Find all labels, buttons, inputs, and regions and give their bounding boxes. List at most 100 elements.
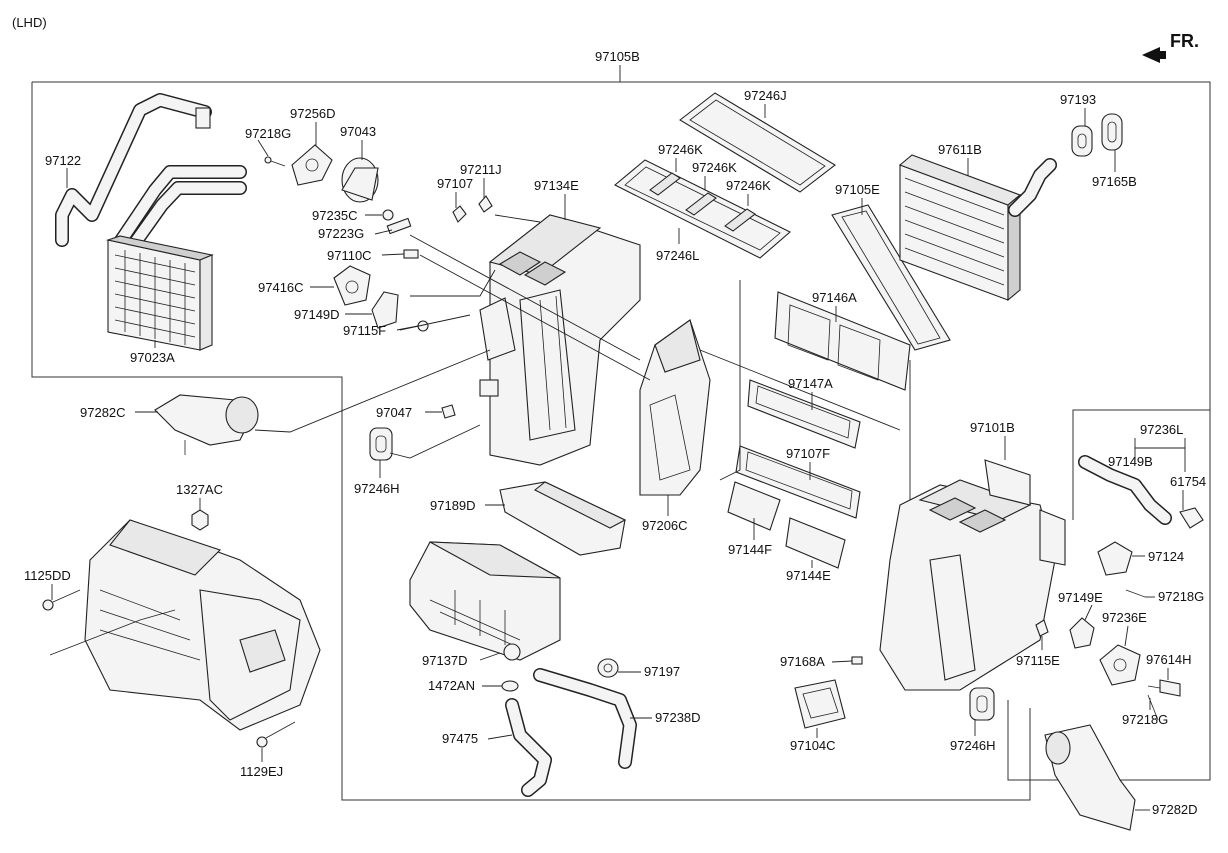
label-97197: 97197 [644,664,680,679]
bolt-1125dd [42,589,81,611]
label-97246h-b: 97246H [950,738,996,753]
part-labels: 97105B 97122 97023A 97218G 97256D 97043 … [24,49,1206,817]
label-97146a: 97146A [812,290,857,305]
door-97146a [774,291,911,391]
label-97189d: 97189D [430,498,476,513]
lever-97149e [1069,617,1095,649]
label-97149b: 97149B [1108,454,1153,469]
label-97149e: 97149E [1058,590,1103,605]
gasket-97246h-b [969,687,995,721]
rod-97223g [386,217,412,235]
label-97614h: 97614H [1146,652,1192,667]
label-1472an: 1472AN [428,678,475,693]
label-97256d: 97256D [290,106,336,121]
label-97218g-c: 97218G [1122,712,1168,727]
gasket-97246h-a [369,427,393,461]
drain-hose-97475 [505,698,552,797]
label-97122: 97122 [45,153,81,168]
heater-core-97023a [105,235,214,351]
label-97206c: 97206C [642,518,688,533]
label-97246j: 97246J [744,88,787,103]
label-97165b: 97165B [1092,174,1137,189]
label-97246k-b: 97246K [692,160,737,175]
grommet-97197 [597,658,619,678]
label-97223g: 97223G [318,226,364,241]
label-97144e: 97144E [786,568,831,583]
label-97246k-a: 97246K [658,142,703,157]
actuator-97256d [291,144,333,186]
screw-97218g-a [264,156,286,167]
filter-frame-97246l [614,159,791,259]
label-97023a: 97023A [130,350,175,365]
label-97235c: 97235C [312,208,358,223]
label-97144f: 97144F [728,542,772,557]
actuator-97124 [1097,541,1133,576]
connector-61754 [1179,507,1204,529]
leader-lines [51,104,1186,811]
gasket-97104c [794,679,846,729]
clip-97211j [478,195,493,213]
heater-pipe-97122 [55,93,247,257]
label-97134e: 97134E [534,178,579,193]
label-97104c: 97104C [790,738,836,753]
label-97282d: 97282D [1152,802,1198,817]
label-97211j: 97211J [460,162,502,177]
label-97168a: 97168A [780,654,825,669]
label-97101b: 97101B [970,420,1015,435]
label-97149d: 97149D [294,307,340,322]
door-97107f [735,445,861,519]
variant-label: (LHD) [12,15,47,30]
door-97147a [747,379,861,449]
door-97144e [785,517,846,569]
label-97110c: 97110C [327,248,372,263]
hose-subassembly-frame [1007,409,1211,781]
label-97236l: 97236L [1140,422,1183,437]
duct-97282c [154,394,259,455]
label-97236e: 97236E [1102,610,1147,625]
label-97282c: 97282C [80,405,126,420]
label-1125dd: 1125DD [24,568,71,583]
label-61754: 61754 [1170,474,1206,489]
label-97043: 97043 [340,124,376,139]
case-lower-97137d [409,541,561,661]
label-97105b: 97105B [595,49,640,64]
installed-assembly [49,519,321,731]
label-97218g-b: 97218G [1158,589,1204,604]
partition-97206c [639,319,711,496]
label-97115f: 97115F [343,323,386,338]
clip-97047 [441,404,456,419]
label-1129ej: 1129EJ [240,764,283,779]
grommet-97165b [1101,113,1123,151]
label-97246l: 97246L [656,248,699,263]
label-97124: 97124 [1148,549,1184,564]
front-arrow-icon [1142,47,1166,63]
label-97193: 97193 [1060,92,1096,107]
label-97246k-c: 97246K [726,178,771,193]
door-97144f [727,481,781,531]
label-1327ac: 1327AC [176,482,223,497]
clip-97110c [403,249,419,259]
tray-97189d [499,481,627,556]
label-97246h-a: 97246H [354,481,400,496]
nut-1327ac [191,509,209,531]
label-97238d: 97238D [655,710,701,725]
label-97105e: 97105E [835,182,880,197]
drain-hose-97238d [533,668,637,769]
bolt-1129ej [256,721,296,748]
label-97218g-a: 97218G [245,126,291,141]
lever-97043 [341,157,379,203]
clip-97115e [1035,619,1049,637]
heater-case-left-97134e [479,214,641,466]
lever-97149d [371,291,399,329]
label-97147a: 97147A [788,376,833,391]
label-97137d: 97137D [422,653,468,668]
grommet-97193 [1071,125,1093,157]
label-97107: 97107 [437,176,473,191]
clip-97168a [851,656,863,665]
duct-97282d [1044,724,1136,831]
label-97115e: 97115E [1016,653,1060,668]
hose-97149b [1078,455,1172,525]
filter-frame-97246j [679,92,836,193]
front-direction-label: FR. [1170,31,1199,51]
